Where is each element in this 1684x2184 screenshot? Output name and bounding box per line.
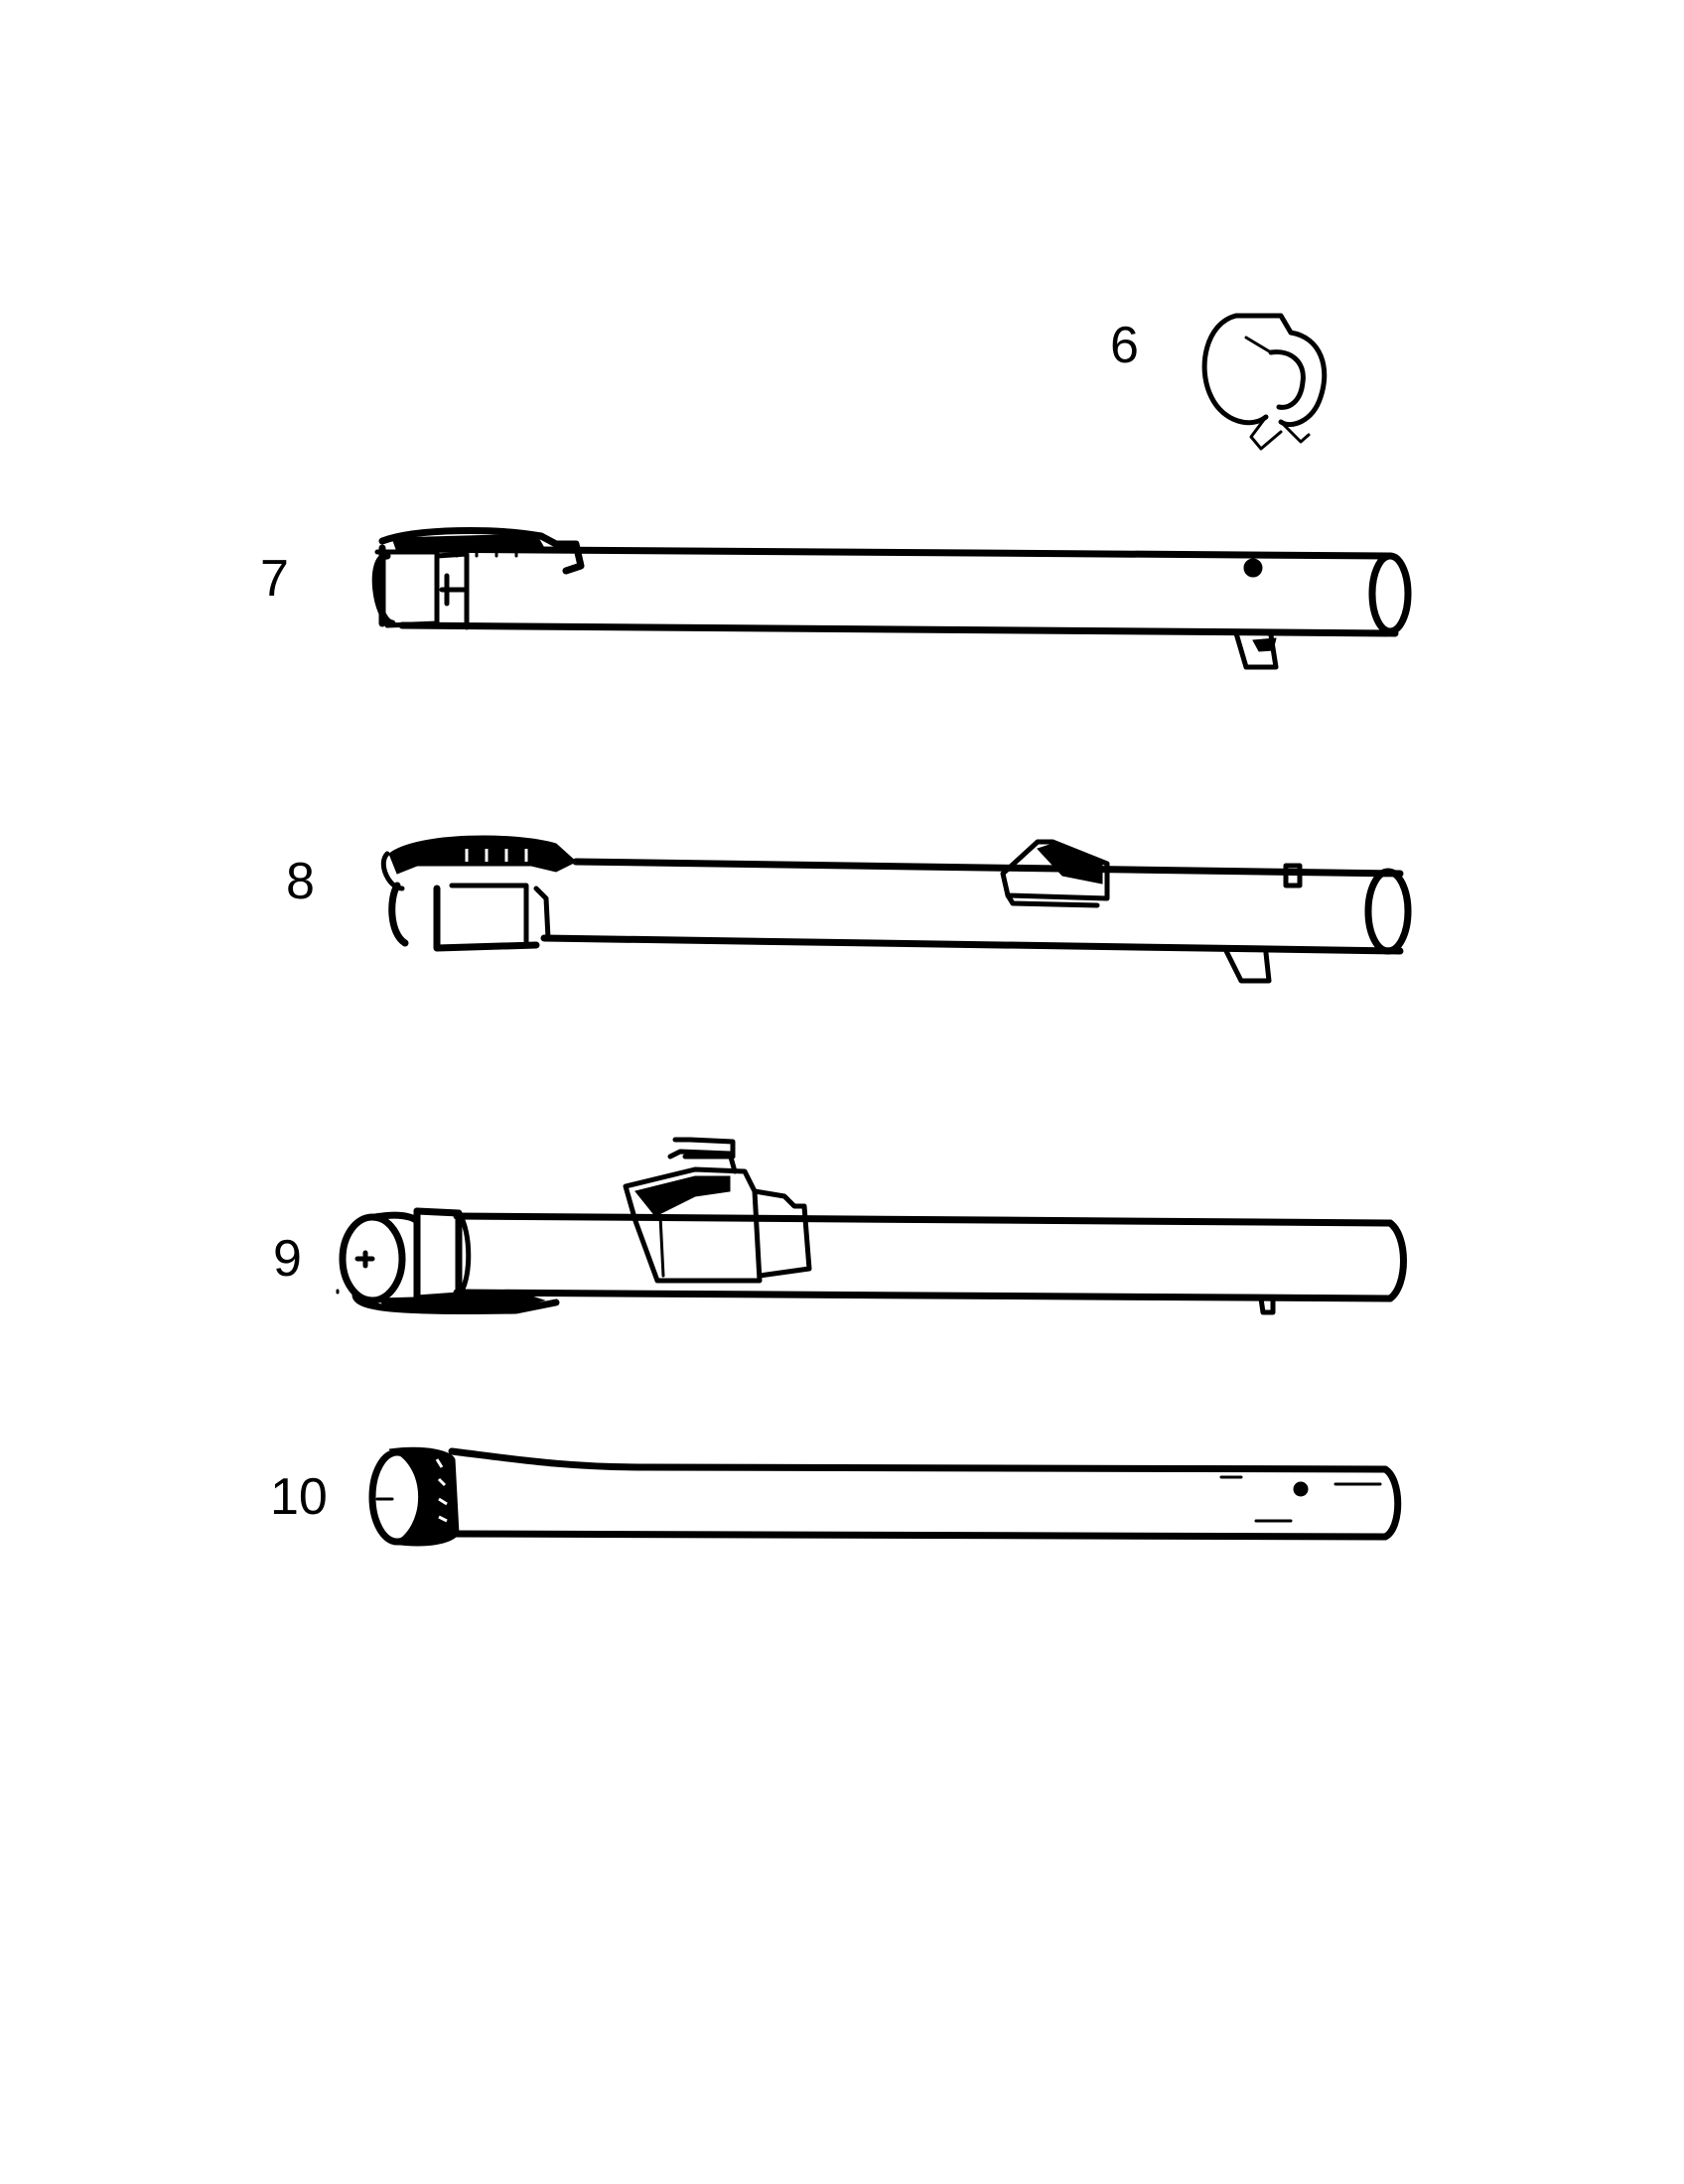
part-6-label: 6 [1110,317,1139,374]
part-6-clip: 6 [1110,313,1328,451]
clip-drawing [1201,313,1328,451]
wand-10-drawing [368,1446,1402,1547]
wand-7-drawing [371,527,1412,670]
wand-9-drawing [336,1137,1407,1315]
part-8-wand: 8 [286,835,1412,984]
part-8-label: 8 [286,853,315,910]
part-7-label: 7 [260,550,289,608]
part-10-wand: 10 [270,1446,1402,1547]
part-10-label: 10 [270,1468,328,1526]
part-9-wand: 9 [273,1137,1407,1315]
part-9-label: 9 [273,1230,302,1288]
wand-8-drawing [380,835,1412,984]
part-7-wand: 7 [260,527,1412,670]
